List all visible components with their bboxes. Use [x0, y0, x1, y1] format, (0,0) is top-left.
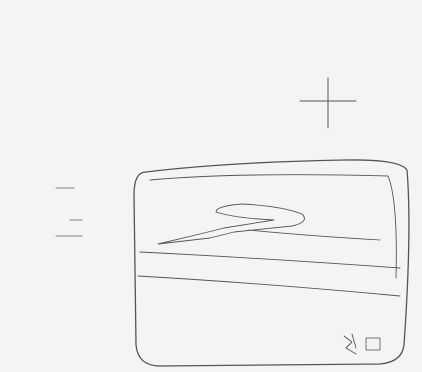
- north-arrow-stamp: [343, 333, 381, 355]
- road-outline: [157, 203, 305, 245]
- plot-divider: [139, 251, 401, 269]
- plot-map: [133, 159, 410, 367]
- plot-divider: [137, 275, 401, 297]
- plot-outline: [133, 159, 410, 367]
- plot-inner-border: [149, 174, 397, 279]
- stamp-box: [365, 337, 381, 351]
- stamp-scribble: [343, 333, 357, 355]
- map-legend: [55, 187, 83, 237]
- compass-rose: [299, 77, 357, 129]
- plot-divider: [247, 229, 381, 241]
